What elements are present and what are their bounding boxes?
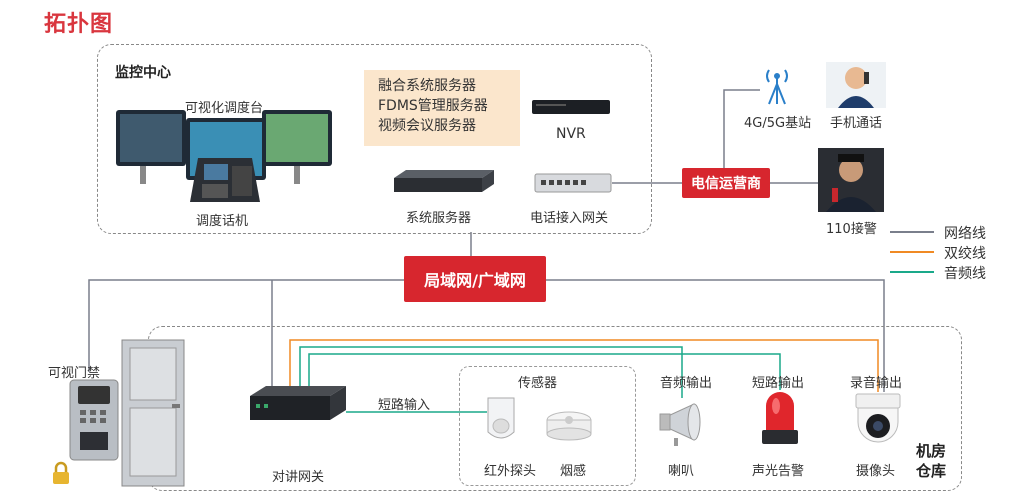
phone-gateway-icon — [534, 173, 612, 193]
page-title: 拓扑图 — [44, 12, 114, 37]
intercom-gateway-icon — [250, 386, 346, 420]
dispatch-console-label: 可视化调度台 — [185, 101, 264, 116]
carrier-node: 电信运营商 — [682, 168, 770, 198]
phone-gateway-label: 电话接入网关 — [530, 211, 609, 226]
base-station-label: 4G/5G基站 — [744, 116, 812, 131]
antenna-icon — [766, 69, 788, 105]
network-node: 局域网/广域网 — [404, 256, 546, 302]
smoke-label: 烟感 — [560, 464, 587, 479]
server-item: FDMS管理服务器 — [378, 98, 488, 114]
twisted-pair-line — [289, 339, 879, 392]
smoke-detector-icon — [546, 411, 592, 441]
warehouse-label: 仓库 — [916, 462, 947, 480]
audio-out-label: 音频输出 — [660, 376, 713, 391]
room-label: 机房 — [916, 442, 947, 460]
camera-icon — [855, 393, 901, 443]
nvr-icon — [532, 100, 610, 114]
alarm-light-icon — [762, 392, 798, 444]
door-icon — [121, 339, 185, 487]
sensor-group — [459, 366, 636, 486]
door-access-label: 可视门禁 — [48, 366, 101, 381]
short-input-label: 短路输入 — [378, 398, 431, 413]
nvr-label: NVR — [556, 126, 586, 142]
audio-line-alarm — [308, 353, 781, 392]
network-line-door — [88, 279, 404, 372]
police-icon — [818, 148, 884, 212]
mobile-caller-icon — [826, 62, 886, 108]
ir-detector-label: 红外探头 — [484, 464, 537, 479]
dispatch-phone-label: 调度话机 — [196, 214, 249, 229]
server-item: 视频会议服务器 — [378, 118, 476, 134]
legend-audio-label: 音频线 — [944, 266, 986, 282]
alarm-label: 声光告警 — [752, 464, 805, 479]
camera-label: 摄像头 — [856, 464, 896, 479]
system-server-label: 系统服务器 — [406, 211, 472, 226]
police-label: 110接警 — [826, 222, 877, 237]
lock-icon — [53, 461, 69, 484]
speaker-icon — [659, 403, 701, 446]
door-access-icon — [69, 379, 119, 461]
servers-panel: 融合系统服务器 FDMS管理服务器 视频会议服务器 — [364, 70, 520, 146]
server-item: 融合系统服务器 — [378, 78, 476, 94]
monitor-center-group — [97, 44, 652, 234]
short-out-label: 短路输出 — [752, 376, 805, 391]
legend-network-label: 网络线 — [944, 226, 986, 242]
intercom-gateway-label: 对讲网关 — [272, 470, 325, 485]
legend-twisted-label: 双绞线 — [944, 246, 986, 262]
dispatch-phone-icon — [190, 158, 260, 202]
record-out-label: 录音输出 — [850, 376, 903, 391]
network-line-basestation — [723, 89, 760, 168]
ir-detector-icon — [487, 397, 515, 439]
audio-line-speaker — [299, 346, 683, 398]
mobile-call-label: 手机通话 — [830, 116, 883, 131]
network-line-camera — [546, 279, 885, 392]
sensor-group-label: 传感器 — [518, 376, 558, 391]
system-server-icon — [394, 170, 494, 192]
monitor-center-label: 监控中心 — [115, 65, 171, 81]
speaker-label: 喇叭 — [668, 464, 695, 479]
